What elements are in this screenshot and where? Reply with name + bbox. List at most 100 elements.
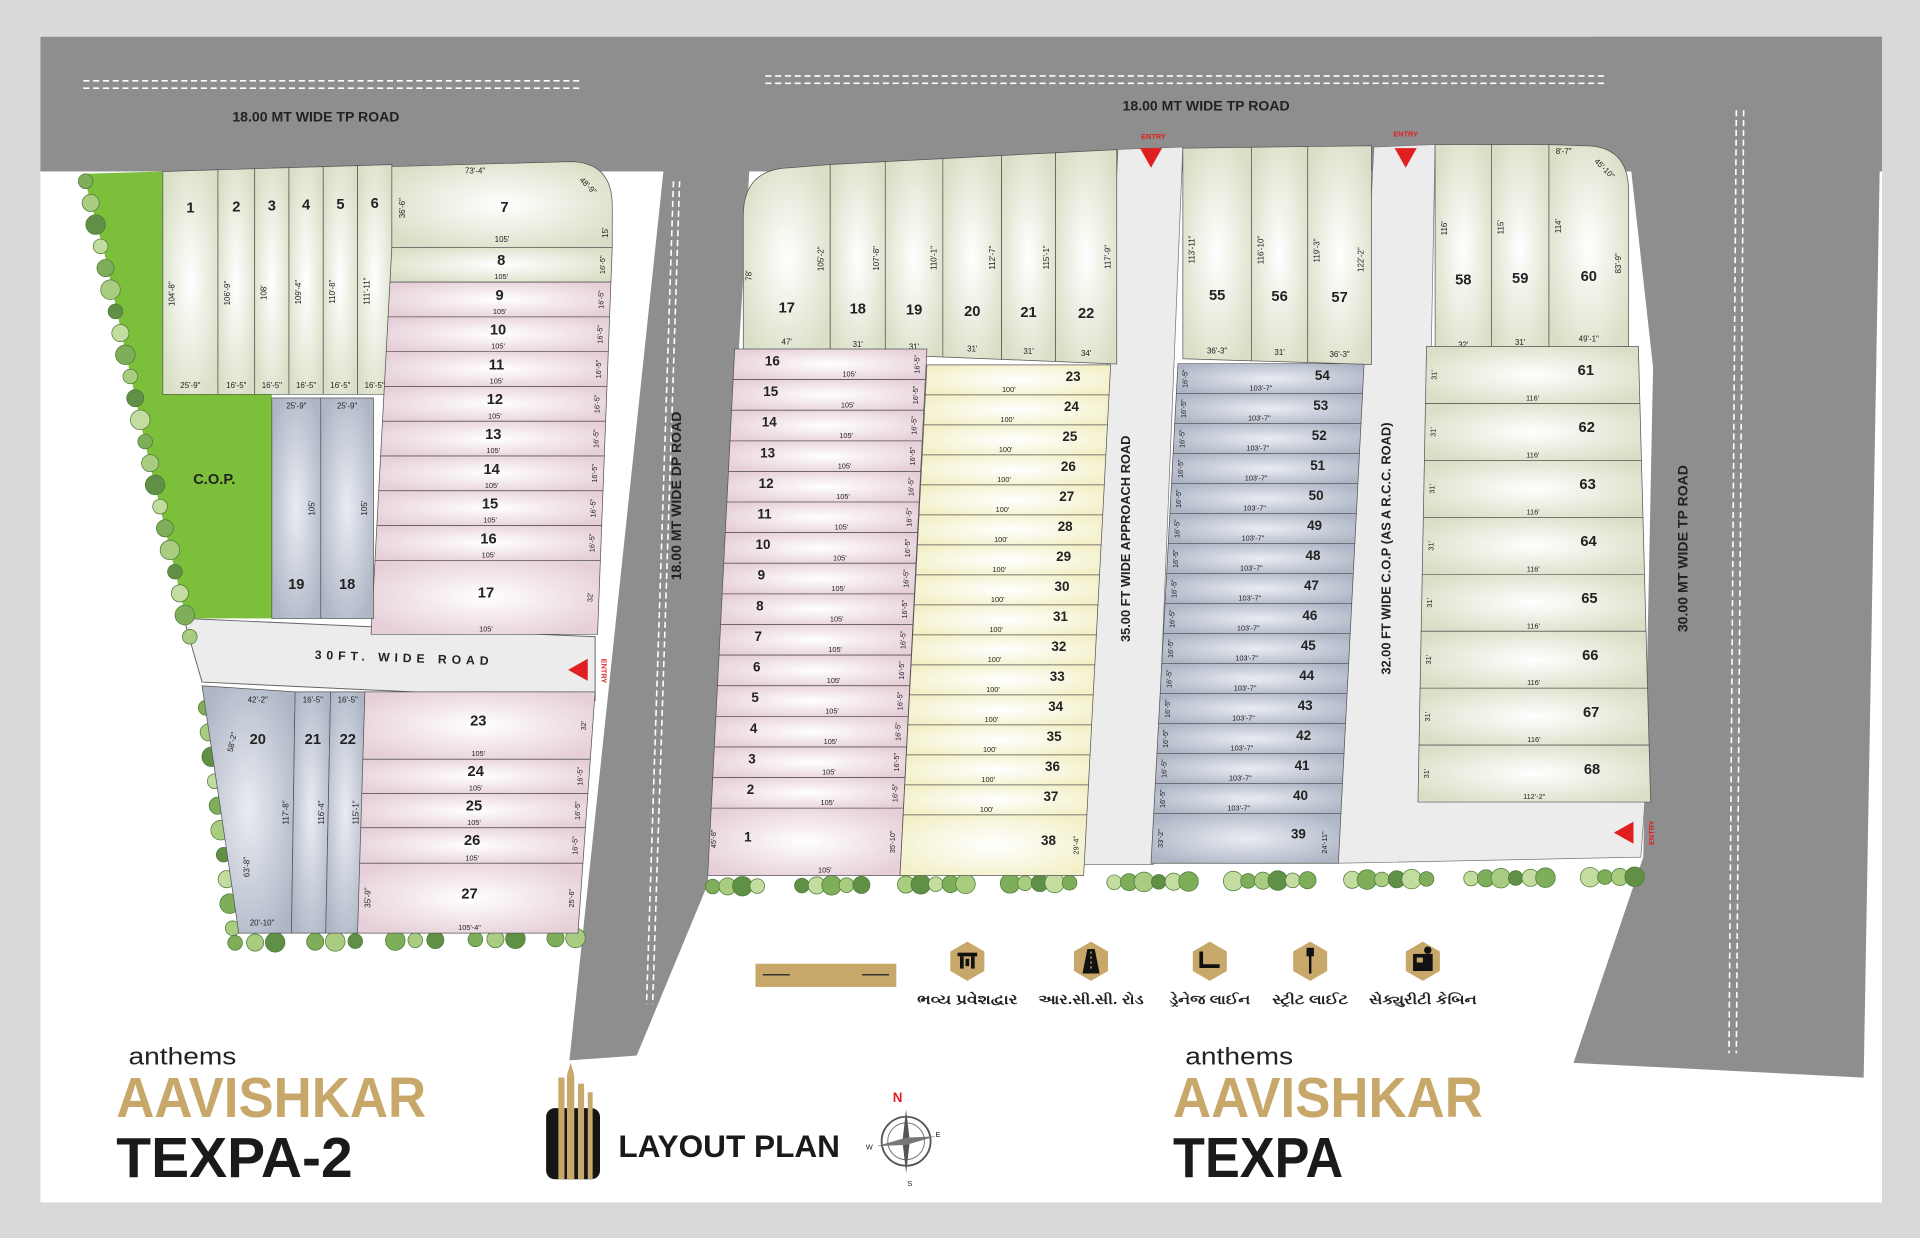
labels-layer: 58'-2"63'-8"20'-10"35'-9"78'45'-8"24'-11… — [193, 97, 1690, 1164]
dimension-label: 16'-5" — [330, 381, 350, 390]
dimension-label: 16'-5" — [1173, 519, 1182, 538]
plot-number: 64 — [1580, 534, 1597, 550]
plot-number: 36 — [1045, 759, 1060, 774]
dimension-label: 105' — [495, 235, 510, 244]
plot-7[interactable]: 773'-4"48'-9"36'-6"105'15' — [391, 161, 613, 248]
